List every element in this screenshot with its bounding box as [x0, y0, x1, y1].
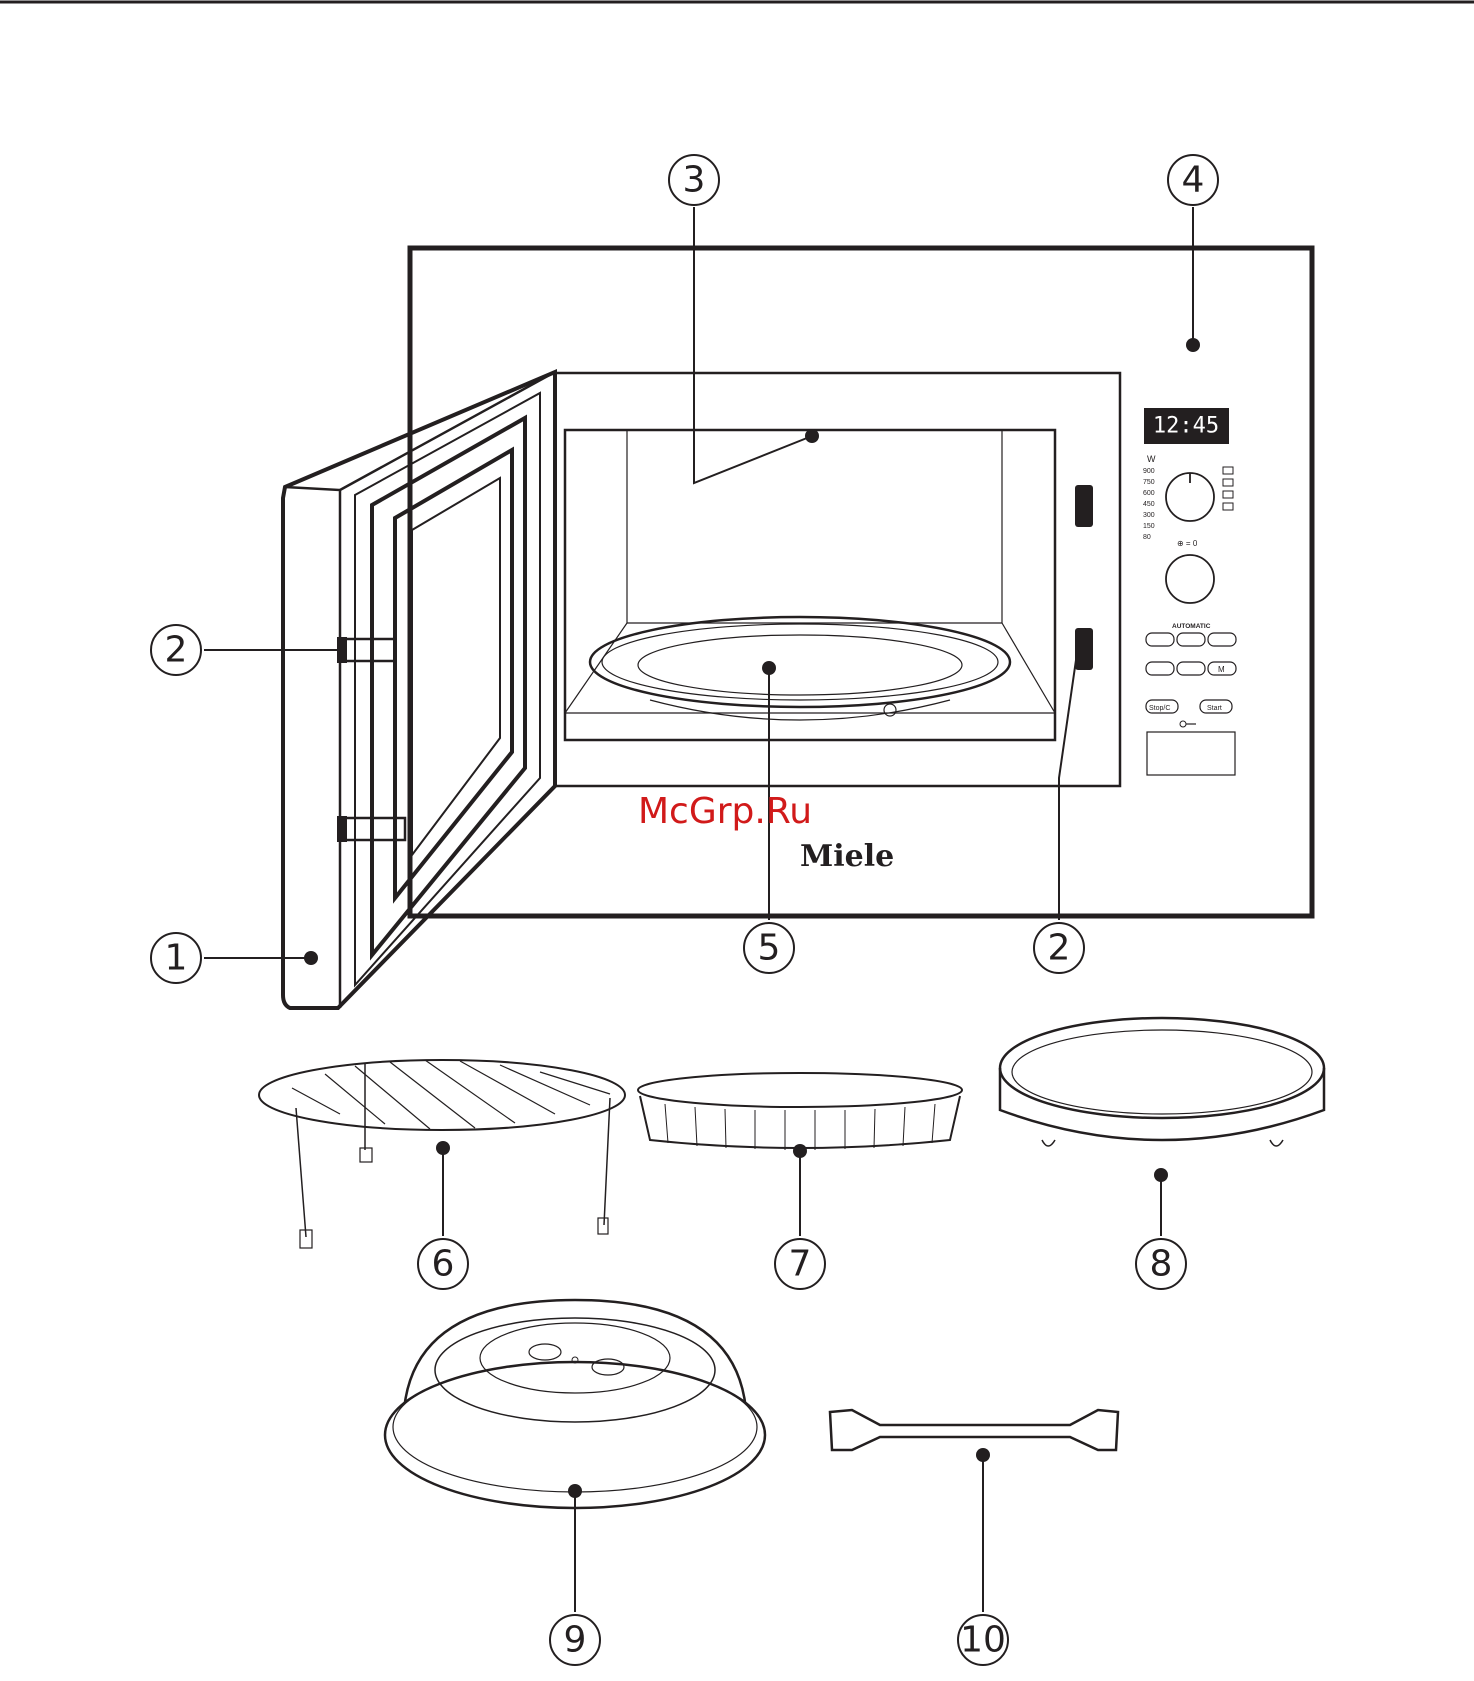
microwave-appliance: Miele: [410, 248, 1312, 916]
clock-button[interactable]: [1146, 662, 1174, 675]
svg-text:9: 9: [564, 1620, 587, 1661]
callout-7: 7: [775, 1239, 825, 1289]
svg-text:600: 600: [1143, 490, 1155, 497]
callout-2-cabinet: 2: [1034, 923, 1084, 973]
svg-text:2: 2: [165, 630, 188, 671]
door: [283, 372, 555, 1008]
cabinet-latch-opening-bottom: [1075, 628, 1093, 670]
svg-text:M: M: [1218, 665, 1225, 674]
svg-text:10: 10: [960, 1620, 1006, 1661]
svg-text:900: 900: [1143, 468, 1155, 475]
callout-6: 6: [418, 1239, 468, 1289]
svg-text:80: 80: [1143, 534, 1151, 541]
rod: [830, 1410, 1118, 1450]
brand-logo: Miele: [800, 839, 894, 874]
memory-button[interactable]: M: [1208, 662, 1236, 675]
cabinet-latch-opening-top: [1075, 485, 1093, 527]
callout-3: 3: [669, 155, 719, 205]
power-selector-knob[interactable]: [1166, 473, 1214, 521]
oven-interior: [565, 430, 1055, 740]
stop-button[interactable]: Stop/C: [1146, 700, 1178, 713]
cavity-frame: [555, 373, 1120, 786]
key-icon: [1180, 721, 1196, 727]
power-level-labels: 900 750 600 450 300 150 80: [1143, 468, 1155, 541]
callout-10: 10: [958, 1615, 1008, 1665]
callout-5: 5: [744, 923, 794, 973]
watermark: McGrp.Ru: [638, 791, 812, 832]
turntable-support: [1000, 1018, 1324, 1146]
auto-reheat-button[interactable]: [1208, 633, 1236, 646]
svg-text:Start: Start: [1207, 705, 1222, 712]
automatic-label: AUTOMATIC: [1172, 623, 1211, 630]
svg-text:150: 150: [1143, 523, 1155, 530]
display-time: 12:45: [1153, 414, 1219, 439]
svg-text:450: 450: [1143, 501, 1155, 508]
svg-text:300: 300: [1143, 512, 1155, 519]
flan-dish: [638, 1073, 962, 1150]
svg-text:6: 6: [432, 1244, 455, 1285]
appliance-frame: [410, 248, 1312, 916]
svg-text:7: 7: [789, 1244, 812, 1285]
svg-text:4: 4: [1182, 160, 1205, 201]
control-panel: 12:45 W 900 750 600 450 300 150 80 ⊕ = 0…: [1143, 408, 1236, 775]
quick-start-button[interactable]: [1177, 662, 1205, 675]
cover: [385, 1300, 765, 1508]
svg-text:2: 2: [1048, 928, 1071, 969]
leader-lines: [204, 207, 1200, 1612]
timer-knob[interactable]: [1166, 555, 1214, 603]
door-release-button[interactable]: [1147, 732, 1235, 775]
svg-text:750: 750: [1143, 479, 1155, 486]
svg-text:Stop/C: Stop/C: [1149, 705, 1170, 712]
function-icons: [1223, 467, 1233, 510]
callout-4: 4: [1168, 155, 1218, 205]
start-button[interactable]: Start: [1200, 700, 1232, 713]
callout-2-door: 2: [151, 625, 201, 675]
svg-text:5: 5: [758, 928, 781, 969]
callout-1: 1: [151, 933, 201, 983]
timer-label: ⊕ = 0: [1177, 539, 1198, 548]
callout-8: 8: [1136, 1239, 1186, 1289]
power-unit: W: [1147, 454, 1156, 464]
svg-text:8: 8: [1150, 1244, 1173, 1285]
auto-defrost-reheat-button[interactable]: [1177, 633, 1205, 646]
svg-text:3: 3: [683, 160, 706, 201]
auto-defrost-button[interactable]: [1146, 633, 1174, 646]
callout-9: 9: [550, 1615, 600, 1665]
glass-turntable: [590, 617, 1010, 720]
svg-text:1: 1: [165, 938, 188, 979]
